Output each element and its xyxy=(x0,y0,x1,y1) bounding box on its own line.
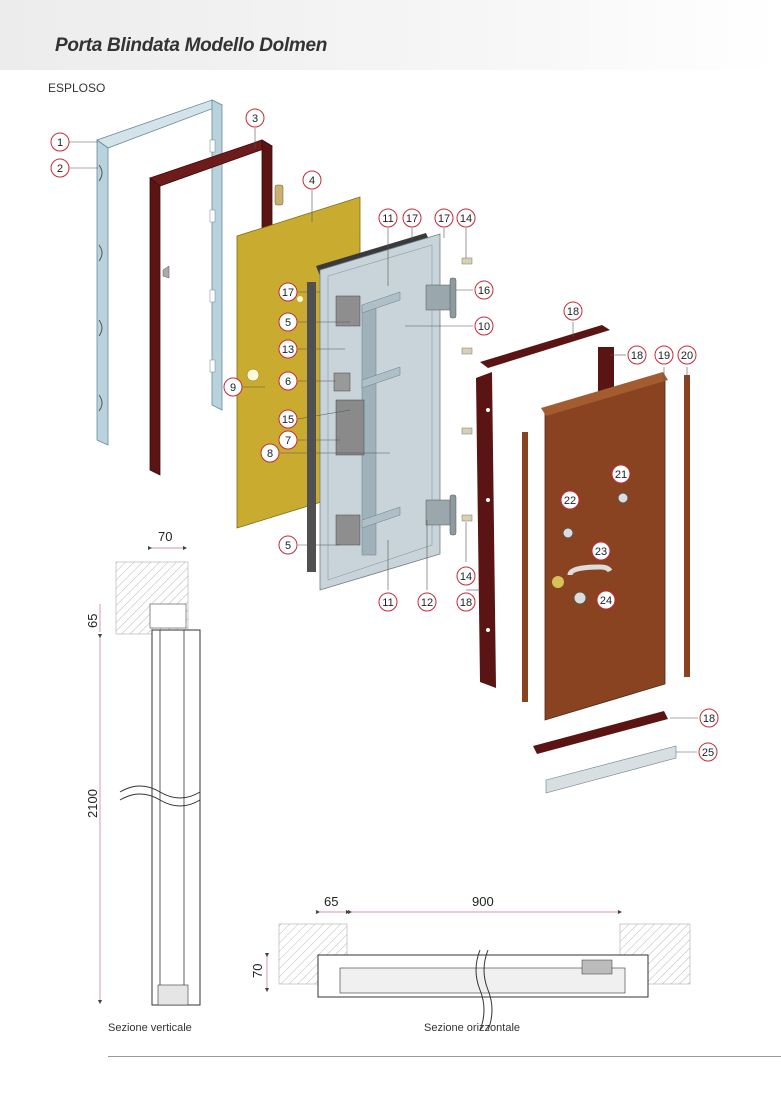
callout-label-1: 1 xyxy=(57,137,63,149)
callout-label-13: 13 xyxy=(282,344,294,356)
callout-circle-6 xyxy=(278,371,298,391)
callout-label-21: 21 xyxy=(615,469,627,481)
callout-label-18: 18 xyxy=(631,350,643,362)
callout-label-18: 18 xyxy=(703,713,715,725)
callout-circle-25 xyxy=(698,742,718,762)
callout-circle-11 xyxy=(378,208,398,228)
callout-circle-14 xyxy=(456,566,476,586)
callout-circle-9 xyxy=(223,377,243,397)
callout-label-17: 17 xyxy=(406,213,418,225)
footer-divider xyxy=(108,1056,781,1057)
callout-label-14: 14 xyxy=(460,213,472,225)
callout-circle-17 xyxy=(434,208,454,228)
leader-lines xyxy=(68,128,698,753)
header-bar xyxy=(0,0,781,70)
callout-circle-5 xyxy=(278,535,298,555)
callout-label-24: 24 xyxy=(600,595,612,607)
vertical-section-drawing xyxy=(97,545,201,1006)
section-label: ESPLOSO xyxy=(48,81,106,95)
callout-circle-18 xyxy=(699,708,719,728)
callout-label-18: 18 xyxy=(567,306,579,318)
callout-circle-8 xyxy=(260,443,280,463)
callout-circle-12 xyxy=(417,592,437,612)
dim-horizontal-width: 900 xyxy=(472,894,494,909)
callout-label-9: 9 xyxy=(230,382,236,394)
callout-label-11: 11 xyxy=(382,213,393,225)
callout-circle-10 xyxy=(474,316,494,336)
dim-horizontal-depth: 70 xyxy=(250,964,265,978)
door-profiles xyxy=(476,325,668,754)
callout-circle-1 xyxy=(50,132,70,152)
callout-label-10: 10 xyxy=(478,321,490,333)
callout-label-4: 4 xyxy=(309,175,315,187)
callout-label-20: 20 xyxy=(681,350,693,362)
callout-label-6: 6 xyxy=(285,376,291,388)
caption-vertical-section: Sezione verticale xyxy=(108,1022,192,1034)
horizontal-section-drawing xyxy=(264,909,691,1031)
callout-label-2: 2 xyxy=(57,163,63,175)
callout-circle-24 xyxy=(596,590,616,610)
callout-label-15: 15 xyxy=(282,414,294,426)
callout-label-5: 5 xyxy=(285,317,291,329)
callout-circle-16 xyxy=(474,280,494,300)
callout-label-3: 3 xyxy=(252,113,258,125)
callout-circle-21 xyxy=(611,464,631,484)
callout-circle-17 xyxy=(278,282,298,302)
callout-circle-18 xyxy=(563,301,583,321)
callout-circle-14 xyxy=(456,208,476,228)
callout-label-22: 22 xyxy=(564,495,576,507)
callout-circle-17 xyxy=(402,208,422,228)
page-title: Porta Blindata Modello Dolmen xyxy=(55,35,328,56)
door-leaf-panel xyxy=(319,233,473,591)
callout-label-18: 18 xyxy=(460,597,472,609)
dim-horizontal-left: 65 xyxy=(324,894,338,909)
counter-frame xyxy=(96,99,223,446)
callout-circle-7 xyxy=(278,430,298,450)
callout-label-8: 8 xyxy=(267,448,273,460)
callout-label-19: 19 xyxy=(658,350,670,362)
callout-circle-18 xyxy=(456,592,476,612)
callout-circle-11 xyxy=(378,592,398,612)
callout-circle-3 xyxy=(245,108,265,128)
callout-circle-5 xyxy=(278,312,298,332)
callout-label-12: 12 xyxy=(421,597,433,609)
dim-vertical-height: 2100 xyxy=(85,789,100,818)
dim-vertical-top: 70 xyxy=(158,529,172,544)
callout-circle-2 xyxy=(50,158,70,178)
callout-circle-19 xyxy=(654,345,674,365)
callout-circle-4 xyxy=(302,170,322,190)
callout-circle-23 xyxy=(591,541,611,561)
callout-circle-15 xyxy=(278,409,298,429)
callout-label-5: 5 xyxy=(285,540,291,552)
callout-label-16: 16 xyxy=(478,285,490,297)
callout-label-14: 14 xyxy=(460,571,472,583)
callout-circle-18 xyxy=(627,345,647,365)
callout-label-7: 7 xyxy=(285,435,291,447)
callout-label-17: 17 xyxy=(438,213,450,225)
caption-horizontal-section: Sezione orizzontale xyxy=(424,1022,521,1034)
callout-label-25: 25 xyxy=(702,747,714,759)
callout-label-17: 17 xyxy=(282,287,294,299)
callout-label-11: 11 xyxy=(382,597,393,609)
bottom-seal-bar xyxy=(545,745,677,794)
callout-circle-20 xyxy=(677,345,697,365)
callout-circle-13 xyxy=(278,339,298,359)
callout-label-23: 23 xyxy=(595,546,607,558)
dim-vertical-small: 65 xyxy=(85,614,100,628)
callout-circle-22 xyxy=(560,490,580,510)
